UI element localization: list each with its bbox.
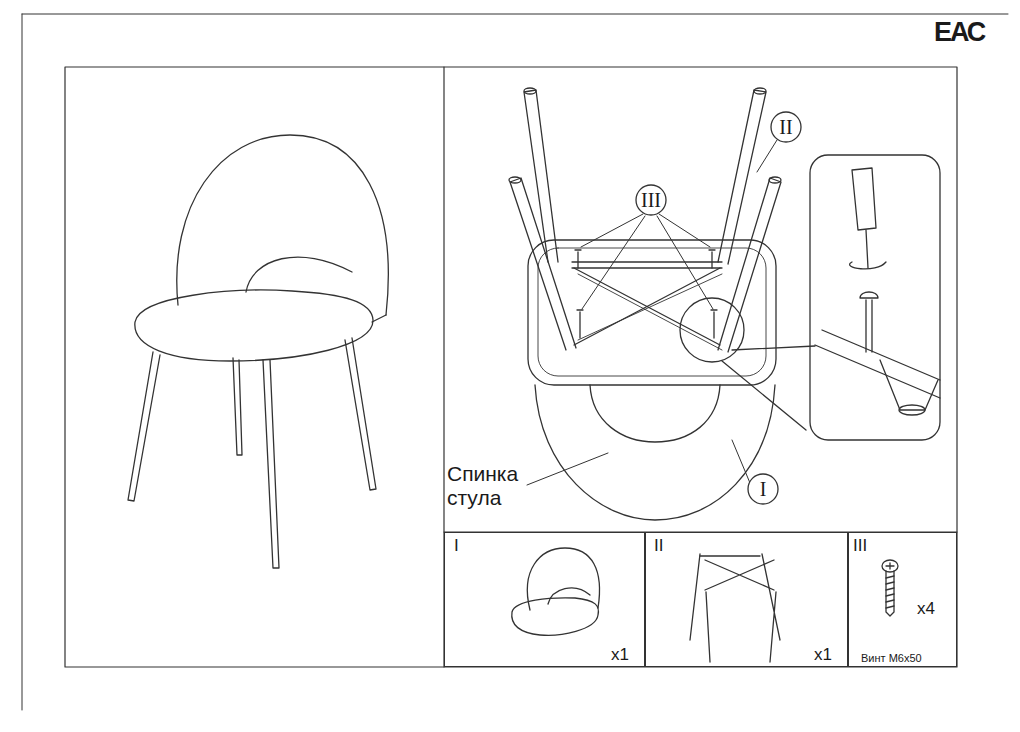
- parts-cell: III x4Винт М6х50: [848, 532, 957, 667]
- callout-number: II: [779, 117, 792, 137]
- callout-number: III: [641, 190, 661, 210]
- part-name: Винт М6х50: [861, 652, 922, 664]
- outer-frame: [65, 67, 957, 667]
- seat-part-drawing: [512, 548, 600, 635]
- chair-drawing: [128, 135, 388, 568]
- page-rule: [22, 14, 1008, 15]
- quantity: x4: [917, 600, 935, 619]
- part-number: I: [454, 537, 459, 556]
- part-name: Спинка стула: [447, 462, 547, 510]
- callout-number: I: [760, 479, 767, 499]
- leader-line: [527, 140, 777, 485]
- quantity: x1: [814, 646, 832, 665]
- chair-underside-drawing: [509, 88, 940, 520]
- certification-mark: ЕАС: [934, 17, 984, 48]
- screw-drawing: [882, 560, 898, 616]
- parts-cell: II x1: [645, 532, 848, 667]
- callout-circle: III: [635, 184, 667, 216]
- callout-circle: I: [747, 473, 779, 505]
- callout-circle: II: [770, 111, 802, 143]
- part-number: II: [654, 537, 663, 556]
- quantity: x1: [611, 646, 629, 665]
- part-number: III: [853, 537, 867, 556]
- leg-frame-drawing: [690, 554, 780, 662]
- parts-cell: Ix1: [444, 532, 645, 667]
- page-rule: [22, 14, 23, 710]
